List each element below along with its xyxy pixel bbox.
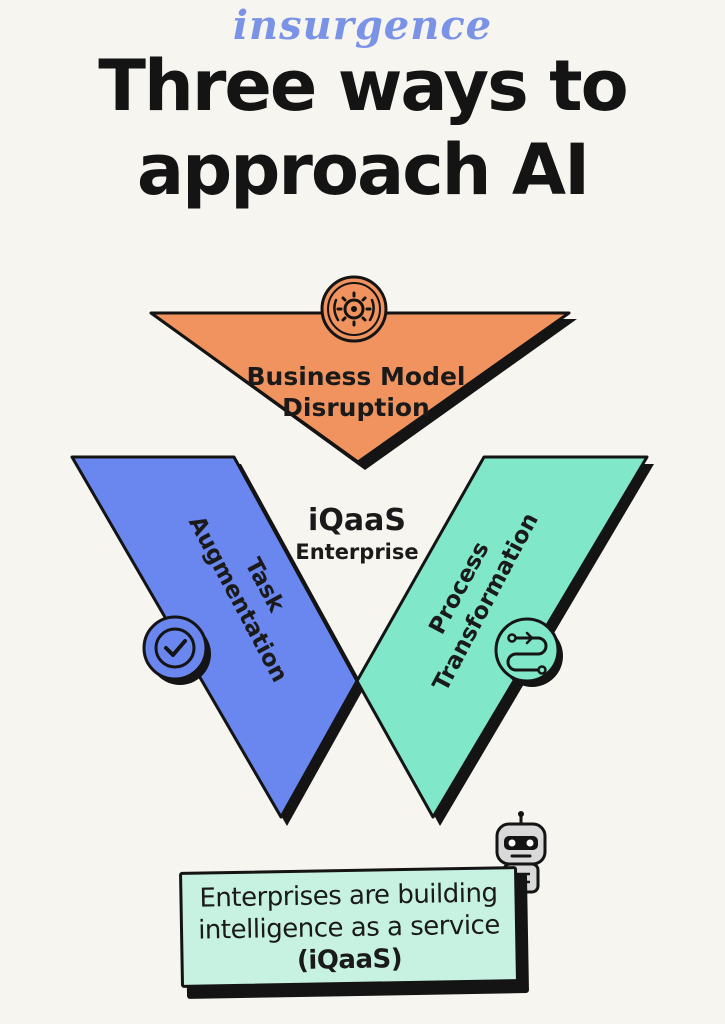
business-model-label-1: Business Model <box>247 362 466 391</box>
gear-hands-icon <box>320 275 388 343</box>
footer-callout: Enterprises are building intelligence as… <box>179 866 519 988</box>
process-flow-icon <box>494 617 563 687</box>
center-label-1: iQaaS <box>308 503 406 538</box>
title-line-2: approach AI <box>136 129 590 211</box>
title-line-1: Three ways to <box>98 45 628 127</box>
footer-line-2: intelligence as a service <box>197 910 501 946</box>
center-label-2: Enterprise <box>295 540 418 564</box>
checkmark-circle-icon <box>142 615 211 685</box>
page-title: Three ways to approach AI <box>0 44 725 212</box>
brand-logo: insurgence <box>232 2 493 49</box>
footer-line-3: (iQaaS) <box>296 944 403 976</box>
business-model-label-2: Disruption <box>282 393 430 422</box>
